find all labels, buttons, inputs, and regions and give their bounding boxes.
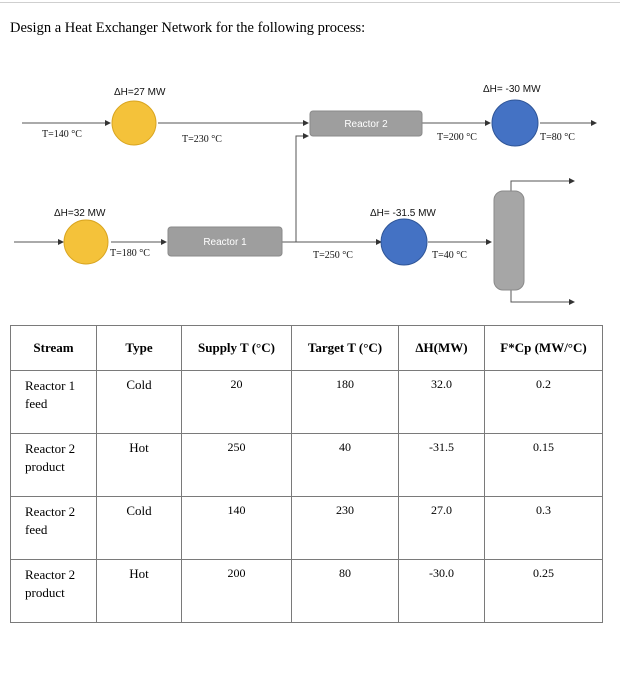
target-cell: 40 — [291, 433, 399, 497]
column-header-enthalpy: ΔH(MW) — [398, 325, 485, 371]
target-cell: 80 — [291, 559, 399, 623]
supply-cell: 200 — [181, 559, 292, 623]
reactor-1-label: Reactor 1 — [203, 237, 247, 248]
stream-name: Reactor 2 — [25, 504, 76, 519]
temp-label: T=230 °C — [182, 134, 222, 145]
temp-label: T=180 °C — [110, 248, 150, 259]
type-cell: Hot — [96, 433, 182, 497]
fcp-cell: 0.2 — [484, 370, 603, 434]
stream-name-suffix: feed — [25, 522, 48, 537]
top-divider — [0, 2, 620, 3]
supply-cell: 140 — [181, 496, 292, 560]
process-flow-diagram: Reactor 2 Reactor 1 ΔH=27 MW ΔH= -30 MW … — [14, 84, 597, 305]
stream-name-suffix: product — [25, 585, 65, 600]
type-cell: Hot — [96, 559, 182, 623]
stream-name: Reactor 2 — [25, 441, 76, 456]
stream-name: Reactor 1 — [25, 378, 76, 393]
table-row: Reactor 2 product Hot 200 80 -30.0 0.25 — [10, 559, 603, 623]
stream-name: Reactor 2 — [25, 567, 76, 582]
heater-left-duty: ΔH=32 MW — [54, 208, 106, 219]
stream-cell: Reactor 2 product — [10, 433, 97, 497]
temp-label: T=200 °C — [437, 132, 477, 143]
fcp-cell: 0.15 — [484, 433, 603, 497]
table-row: Reactor 2 feed Cold 140 230 27.0 0.3 — [10, 496, 603, 560]
heater-reactor1-feed — [63, 219, 109, 265]
stream-line — [510, 178, 575, 191]
table-row: Reactor 1 feed Cold 20 180 32.0 0.2 — [10, 370, 603, 434]
column-header-fcp: F*Cp (MW/°C) — [484, 325, 603, 371]
type-cell: Cold — [96, 370, 182, 434]
enthalpy-cell: -31.5 — [398, 433, 485, 497]
cooler-mid-duty: ΔH= -31.5 MW — [370, 208, 436, 219]
stream-data-table: Stream Type Supply T (°C) Target T (°C) … — [10, 325, 603, 623]
stream-name-suffix: feed — [25, 396, 48, 411]
cooler-reactor2-product — [491, 99, 539, 147]
temp-label: T=250 °C — [313, 250, 353, 261]
stream-name-suffix: product — [25, 459, 65, 474]
supply-cell: 250 — [181, 433, 292, 497]
table-header-row: Stream Type Supply T (°C) Target T (°C) … — [10, 325, 603, 371]
heater-top-duty: ΔH=27 MW — [114, 87, 166, 98]
supply-cell: 20 — [181, 370, 292, 434]
target-cell: 230 — [291, 496, 399, 560]
fcp-cell: 0.25 — [484, 559, 603, 623]
stream-cell: Reactor 2 product — [10, 559, 97, 623]
stream-line — [510, 290, 575, 305]
enthalpy-cell: -30.0 — [398, 559, 485, 623]
separator-vessel — [493, 190, 525, 291]
temp-label: T=140 °C — [42, 129, 82, 140]
enthalpy-cell: 27.0 — [398, 496, 485, 560]
stream-cell: Reactor 1 feed — [10, 370, 97, 434]
reactor-1-box — [167, 226, 283, 257]
temp-label: T=80 °C — [540, 132, 575, 143]
table-row: Reactor 2 product Hot 250 40 -31.5 0.15 — [10, 433, 603, 497]
stream-cell: Reactor 2 feed — [10, 496, 97, 560]
stream-line — [295, 133, 309, 242]
enthalpy-cell: 32.0 — [398, 370, 485, 434]
column-header-target-temp: Target T (°C) — [291, 325, 399, 371]
temp-label: T=40 °C — [432, 250, 467, 261]
cooler-reactor1-product — [380, 218, 428, 266]
column-header-stream: Stream — [10, 325, 97, 371]
page-title: Design a Heat Exchanger Network for the … — [10, 20, 366, 36]
reactor-2-box — [309, 110, 423, 137]
column-header-type: Type — [96, 325, 182, 371]
reactor-2-label: Reactor 2 — [344, 119, 388, 130]
cooler-top-duty: ΔH= -30 MW — [483, 84, 541, 95]
heater-reactor2-feed — [111, 100, 157, 146]
fcp-cell: 0.3 — [484, 496, 603, 560]
target-cell: 180 — [291, 370, 399, 434]
column-header-supply-temp: Supply T (°C) — [181, 325, 292, 371]
type-cell: Cold — [96, 496, 182, 560]
